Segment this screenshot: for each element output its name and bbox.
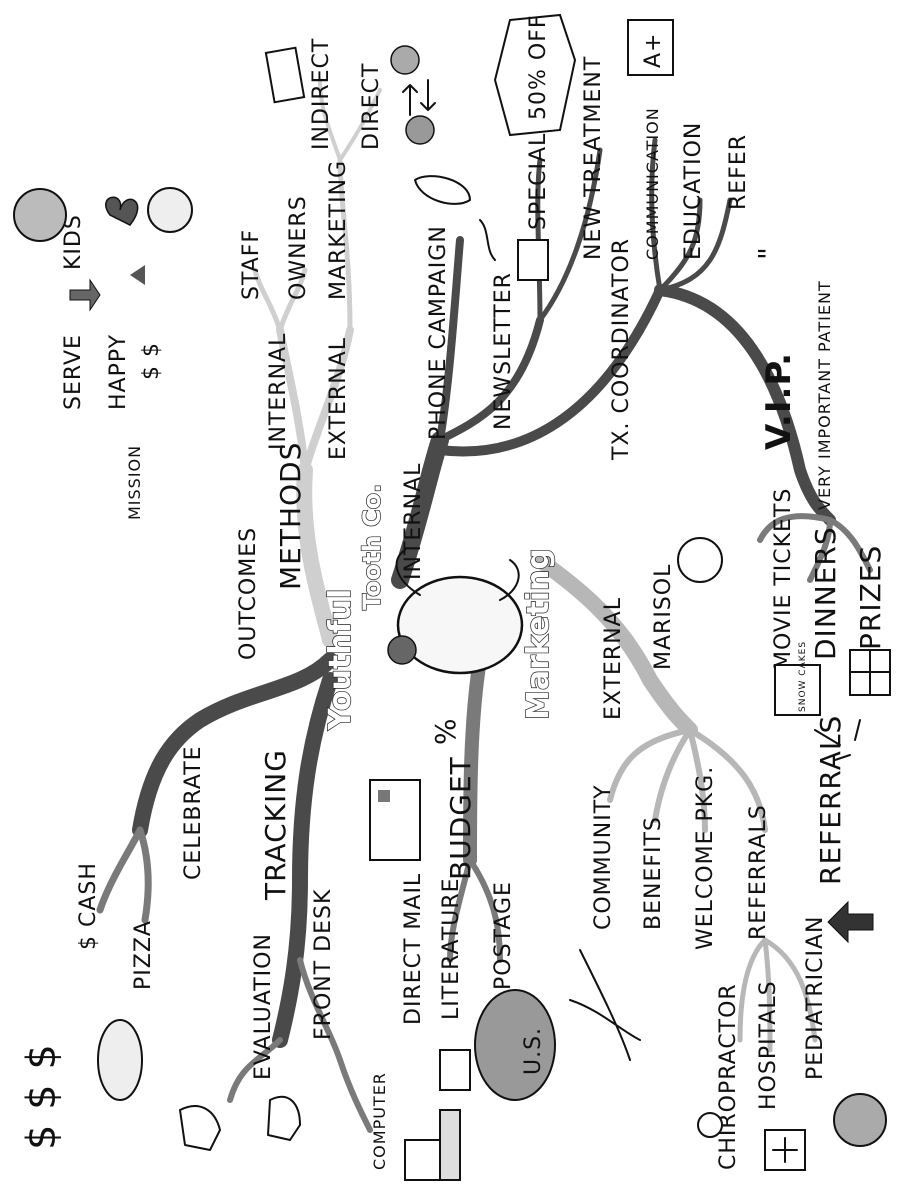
label-marisol: MARISOL — [651, 564, 676, 670]
center-title-2: Tooth Co. — [358, 484, 386, 610]
thumbs-down-icon — [268, 1097, 300, 1140]
skeleton-icon — [698, 1113, 722, 1137]
marisol-face-icon — [678, 538, 722, 582]
label-pizza: PIZZA — [131, 920, 156, 990]
label-hospitals: HOSPITALS — [756, 980, 781, 1110]
label-vip: V.I.P. — [759, 352, 799, 450]
thumbs-up-icon — [180, 1106, 220, 1150]
label-movie-tickets: MOVIE TICKETS — [771, 488, 796, 670]
brochure-icon — [440, 1050, 470, 1090]
sale-badge: 50% OFF — [495, 14, 575, 135]
arrow-up-icon-2 — [130, 265, 145, 285]
branch-pizza — [140, 830, 148, 920]
label-direct-mail: DIRECT MAIL — [401, 873, 426, 1025]
label-education: EDUCATION — [681, 122, 706, 260]
branch-computer — [340, 1060, 370, 1130]
branch-cash — [100, 830, 140, 910]
label-staff: STAFF — [239, 229, 264, 300]
label-direct: DIRECT — [359, 63, 384, 150]
label-communication: COMMUNICATION — [643, 107, 662, 260]
label-prizes: PRIZES — [854, 545, 887, 650]
label-snow-cakes: SNOW CAKES — [798, 641, 808, 712]
label-methods: METHODS — [274, 442, 307, 590]
arrow-up-icon-1 — [70, 280, 100, 310]
center-subtitle: Marketing — [521, 548, 556, 720]
person-top-icon — [391, 46, 419, 74]
label-happy: HAPPY — [106, 334, 131, 410]
label-vip-meaning: VERY IMPORTANT PATIENT — [815, 280, 834, 510]
label-marketing: MARKETING — [326, 160, 351, 300]
label-benefits: BENEFITS — [641, 816, 666, 930]
label-internal-methods: INTERNAL — [266, 333, 291, 450]
label-sale: 50% OFF — [526, 14, 551, 120]
label-external: EXTERNAL — [601, 597, 626, 720]
kid-face-icon — [14, 189, 66, 241]
arrow-up-icon-3 — [828, 902, 873, 942]
label-dinners: DINNERS — [809, 526, 842, 660]
label-us: U.S. — [521, 1027, 546, 1075]
label-external-methods: EXTERNAL — [326, 337, 351, 460]
label-dollars: $ $ $ — [19, 1043, 65, 1150]
label-referrals: REFERRALS — [746, 804, 771, 940]
pizza-icon — [98, 1020, 142, 1100]
label-refer: REFER — [726, 134, 751, 210]
label-internal: INTERNAL — [401, 463, 426, 580]
label-chiropractor: CHIROPRACTOR — [716, 983, 741, 1170]
computer-icon — [405, 1110, 460, 1180]
newsletter-icon — [518, 240, 548, 280]
label-indirect: INDIRECT — [309, 38, 334, 150]
label-welcome-pkg: WELCOME PKG. — [693, 766, 718, 950]
label-community: COMMUNITY — [591, 784, 616, 930]
label-pediatrician: PEDIATRICIAN — [803, 915, 828, 1080]
label-percent: % — [429, 717, 462, 745]
label-grade: A+ — [641, 33, 666, 68]
branch-vip — [660, 290, 830, 520]
label-serve: SERVE — [61, 334, 86, 410]
label-mission: MISSION — [125, 445, 144, 520]
label-computer: COMPUTER — [370, 1072, 389, 1170]
label-owners: OWNERS — [286, 195, 311, 300]
label-celebrate: CELEBRATE — [181, 745, 206, 880]
person-bottom-icon — [406, 116, 434, 144]
envelope-icon — [266, 48, 304, 102]
label-phone-campaign: PHONE CAMPAIGN — [426, 225, 451, 440]
heart-icon — [106, 197, 138, 225]
mailbag-icon: U.S. — [475, 990, 555, 1100]
label-literature: LITERATURE — [439, 877, 464, 1020]
baby-icon — [834, 1094, 886, 1146]
label-tx-coordinator: TX. COORDINATOR — [609, 238, 634, 461]
grade-card: A+ — [628, 20, 673, 75]
label-postage: POSTAGE — [491, 881, 516, 990]
handshake-icon — [570, 950, 640, 1060]
label-specials: SPECIALS — [526, 118, 551, 230]
toothbrush-head-icon — [388, 636, 416, 664]
hospital-icon — [765, 1130, 805, 1170]
label-tracking: TRACKING — [259, 749, 292, 901]
label-outcomes: OUTCOMES — [236, 527, 261, 660]
label-dollars-top: $ $ — [139, 342, 164, 380]
label-newsletter: NEWSLETTER — [491, 272, 516, 430]
label-front-desk: FRONT DESK — [311, 889, 336, 1040]
branch-benefits — [655, 730, 690, 820]
label-vip-quote: " — [752, 246, 785, 260]
exchange-arrows-icon — [403, 80, 435, 115]
label-budget: BUDGET — [444, 756, 477, 880]
label-cash: $ CASH — [76, 862, 101, 950]
label-new-treatment: NEW TREATMENT — [581, 56, 606, 260]
letter-envelope-icon — [370, 780, 420, 860]
center-title-1: Youthful — [323, 589, 358, 731]
money-bag-icon — [148, 188, 192, 232]
label-evaluation: EVALUATION — [251, 933, 276, 1080]
branch-community — [610, 730, 690, 800]
tooth-icon — [398, 577, 522, 673]
gift-box-icon — [850, 650, 890, 695]
